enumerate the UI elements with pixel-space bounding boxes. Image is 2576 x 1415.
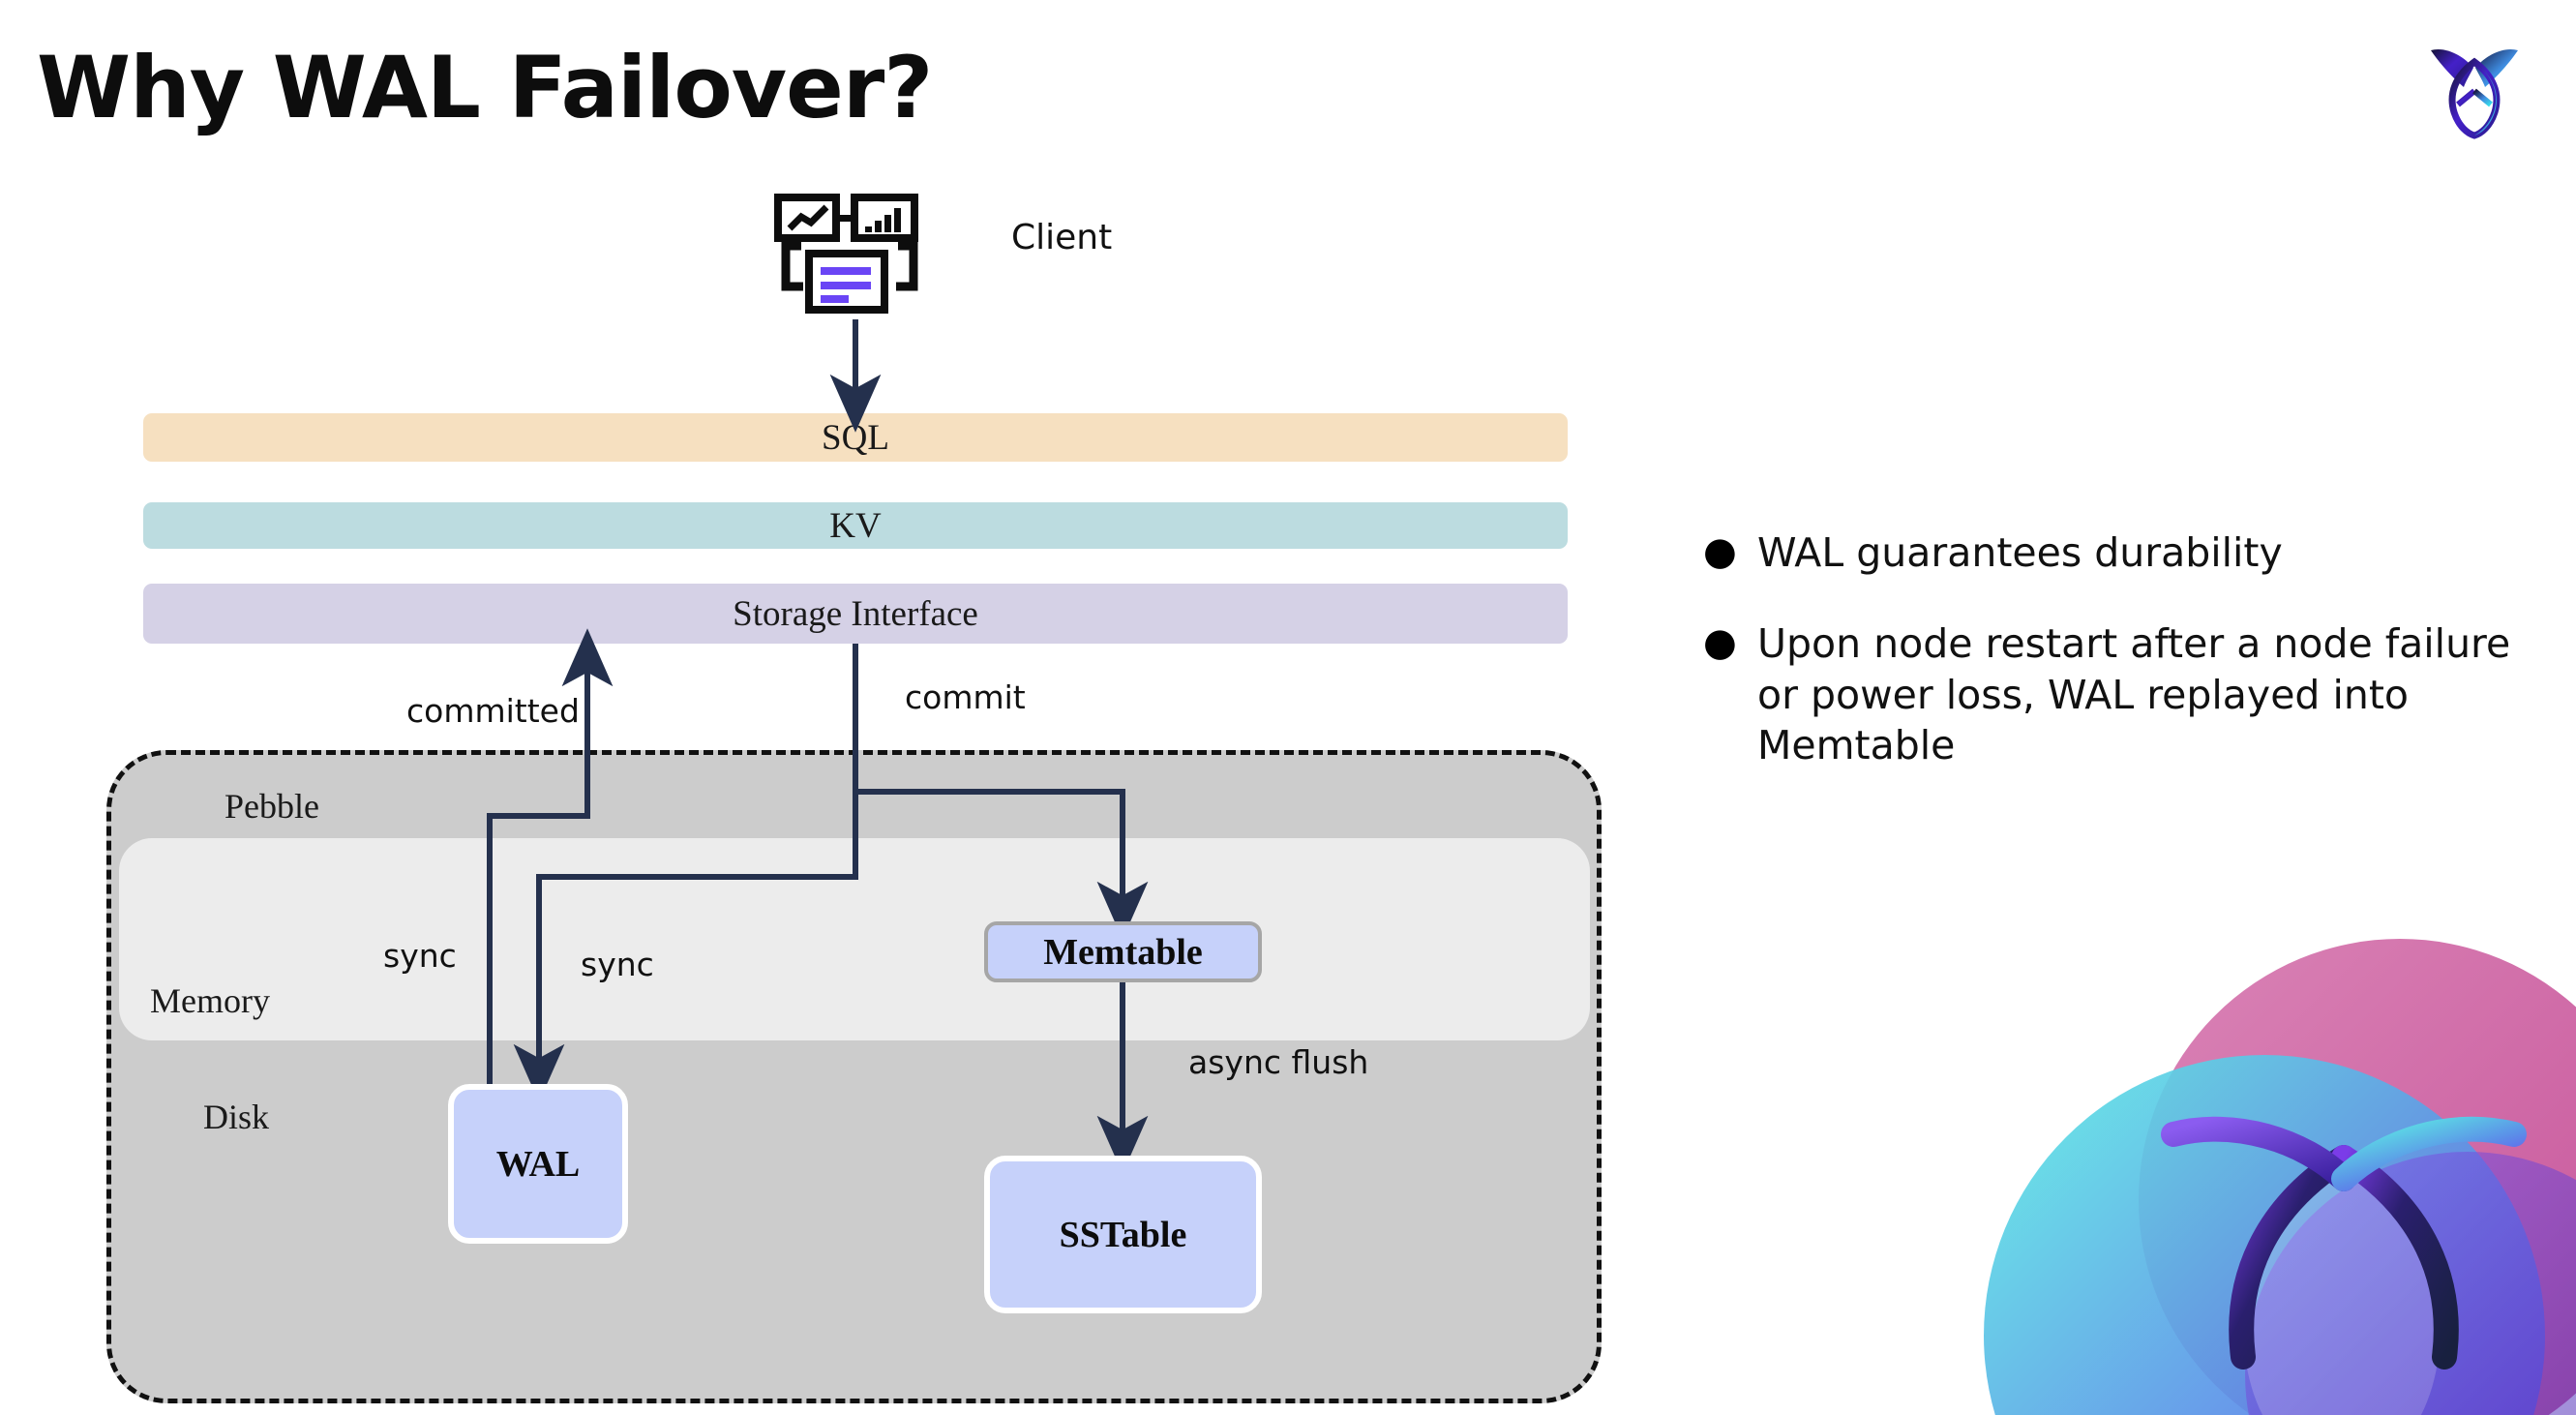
node-label-memtable: Memtable	[1043, 931, 1203, 973]
edge-label-commit: commit	[905, 678, 1026, 716]
layer-bar-kv: KV	[143, 502, 1568, 549]
client-label: Client	[1011, 218, 1113, 257]
node-label-wal: WAL	[495, 1143, 581, 1185]
bullet-marker-icon: ●	[1703, 529, 1737, 574]
layer-bar-storage-interface: Storage Interface	[143, 584, 1568, 644]
edge-label-sync-left: sync	[383, 937, 457, 975]
edge-label-committed: committed	[406, 692, 580, 730]
bullet-marker-icon: ●	[1703, 620, 1737, 666]
layer-bar-sql: SQL	[143, 413, 1568, 462]
list-item: ● WAL guarantees durability	[1703, 527, 2535, 578]
node-wal: WAL	[448, 1084, 628, 1244]
memory-region	[119, 838, 1590, 1040]
edge-label-sync-right: sync	[581, 946, 654, 983]
bullet-list: ● WAL guarantees durability ● Upon node …	[1703, 527, 2535, 812]
client-dashboard-icon	[774, 194, 929, 319]
node-label-sstable: SSTable	[1059, 1214, 1187, 1255]
page-title: Why WAL Failover?	[37, 38, 933, 137]
node-memtable: Memtable	[984, 921, 1262, 982]
list-item: ● Upon node restart after a node failure…	[1703, 618, 2535, 770]
bullet-text: Upon node restart after a node failure o…	[1757, 620, 2511, 769]
layer-label-kv: KV	[829, 505, 882, 546]
edge-label-async-flush: async flush	[1188, 1043, 1369, 1081]
layer-label-sql: SQL	[822, 417, 889, 458]
node-sstable: SSTable	[984, 1156, 1262, 1313]
cockroachdb-logo	[2411, 33, 2537, 139]
disk-label: Disk	[203, 1098, 270, 1136]
memory-label: Memory	[150, 981, 270, 1020]
layer-label-storage-interface: Storage Interface	[733, 593, 978, 634]
pebble-label: Pebble	[225, 787, 319, 826]
cockroachdb-circles-decoration	[1945, 919, 2576, 1415]
bullet-text: WAL guarantees durability	[1757, 529, 2283, 576]
